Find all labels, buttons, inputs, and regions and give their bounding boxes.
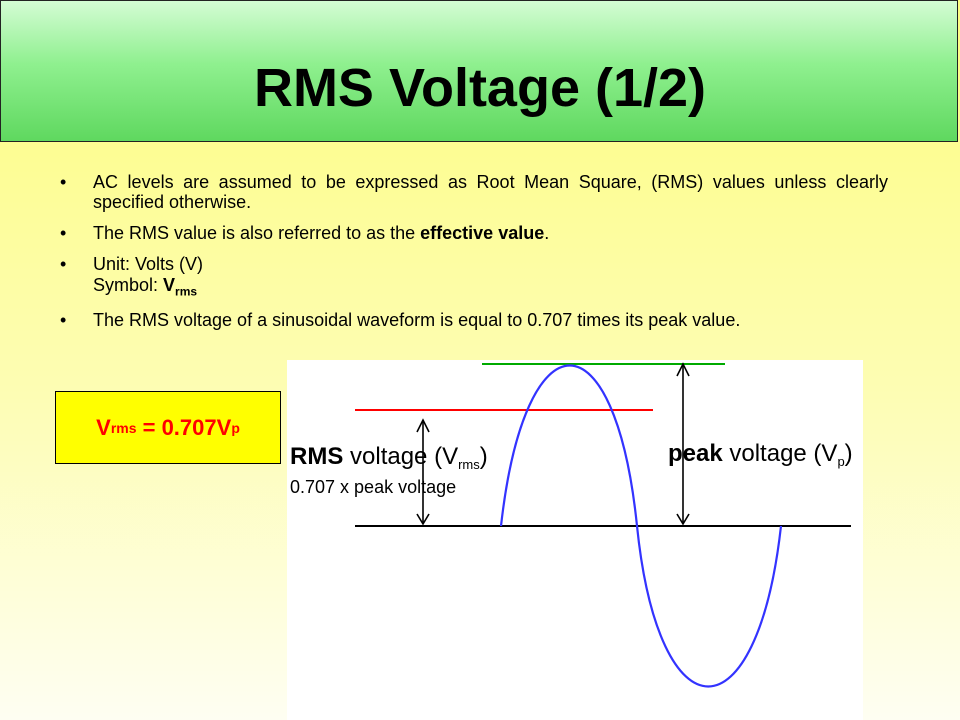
bullet-item-effective-value: The RMS value is also referred to as the… — [60, 223, 888, 243]
formula-middle: = 0.707V — [136, 414, 232, 440]
formula-rhs-sub: p — [231, 419, 240, 436]
formula-lhs-sub: rms — [110, 419, 137, 436]
rms-label-sub: rms — [458, 457, 480, 472]
bullet-text: AC levels are assumed to be expressed as… — [93, 172, 888, 213]
title-bar: RMS Voltage (1/2) — [0, 0, 958, 142]
bullet-text-prefix: The RMS value is also referred to as the — [93, 223, 421, 244]
rms-label: RMS voltage (Vrms) — [290, 443, 488, 472]
bullet-item-rms-assumption: AC levels are assumed to be expressed as… — [60, 172, 888, 212]
rms-label-close: ) — [480, 443, 488, 470]
bullet-text: The RMS voltage of a sinusoidal waveform… — [93, 309, 741, 330]
peak-label: peak voltage (Vp) — [668, 440, 853, 469]
peak-label-bold: peak — [668, 440, 723, 467]
bullet-item-unit-symbol: Unit: Volts (V) Symbol: Vrms — [60, 254, 888, 298]
sine-wave-diagram: RMS voltage (Vrms) 0.707 x peak voltage … — [287, 360, 863, 720]
peak-label-rest: voltage (V — [723, 440, 838, 467]
peak-label-close: ) — [845, 440, 853, 467]
bullet-list: AC levels are assumed to be expressed as… — [60, 172, 888, 341]
formula-lhs-main: V — [96, 414, 111, 440]
symbol-main: V — [163, 274, 176, 295]
rms-sublabel: 0.707 x peak voltage — [290, 477, 456, 497]
unit-line: Unit: Volts (V) — [93, 254, 204, 275]
peak-arrow — [676, 362, 690, 526]
rms-label-rest: voltage (V — [343, 443, 458, 470]
rms-arrow — [416, 418, 430, 526]
bullet-text-suffix: . — [544, 223, 550, 244]
bullet-text-bold: effective value — [420, 223, 545, 244]
bullet-item-peak-relation: The RMS voltage of a sinusoidal waveform… — [60, 310, 888, 330]
symbol-sub: rms — [175, 284, 198, 299]
peak-label-sub: p — [837, 454, 844, 469]
rms-label-bold: RMS — [290, 443, 343, 470]
slide-title: RMS Voltage (1/2) — [253, 58, 707, 118]
symbol-prefix: Symbol: — [93, 274, 164, 295]
sine-wave — [499, 364, 783, 688]
sine-wave-svg: RMS voltage (Vrms) 0.707 x peak voltage … — [290, 362, 853, 688]
